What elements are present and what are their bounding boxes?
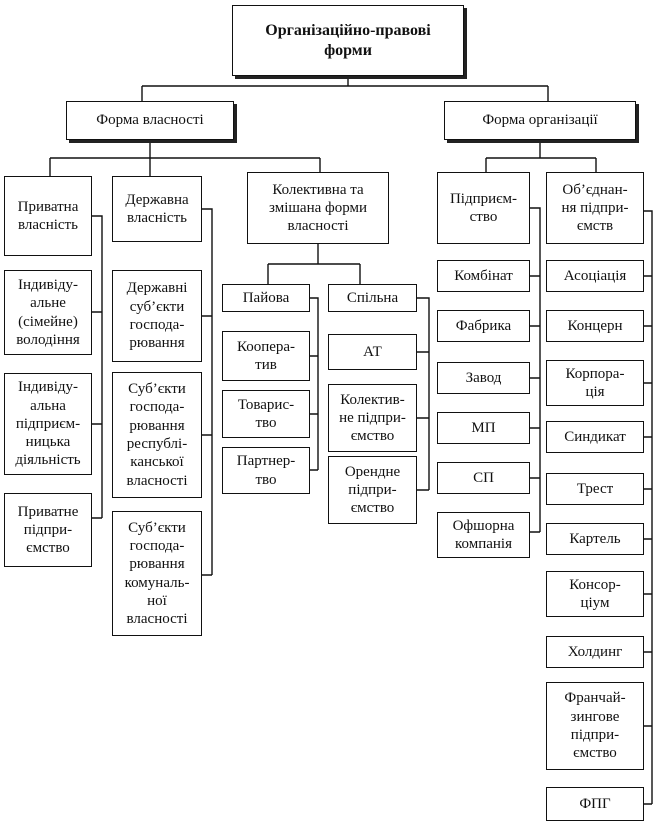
connector-private-chain	[92, 215, 103, 519]
node-concern: Концерн	[546, 310, 644, 342]
connector-joint-chain	[417, 297, 430, 491]
node-combine: Комбінат	[437, 260, 530, 292]
node-individual-entrepreneurship: Індивіду- альна підприєм- ницька діяльні…	[4, 373, 92, 475]
connector-enterprise-chain	[530, 207, 541, 533]
node-offshore-company: Офшорна компанія	[437, 512, 530, 558]
node-private-enterprise: Приватне підпри- ємство	[4, 493, 92, 567]
connector-title-to-branches	[141, 76, 549, 101]
node-joint-stock-company: АТ	[328, 334, 417, 370]
node-franchise-enterprise: Франчай- зингове підпри- ємство	[546, 682, 644, 770]
node-lease-enterprise: Орендне підпри- ємство	[328, 456, 417, 524]
node-private-ownership: Приватна власність	[4, 176, 92, 256]
node-trust: Трест	[546, 473, 644, 505]
connector-share-chain	[310, 297, 319, 471]
connector-ownership-to-children	[49, 140, 321, 176]
node-cooperative: Коопера- тив	[222, 331, 310, 381]
connector-collective-to-children	[267, 244, 361, 284]
node-association-of-enterprises: Об’єднан- ня підпри- ємств	[546, 172, 644, 244]
node-communal-business-entities: Суб’єкти господa- рювання комуналь- ної …	[112, 511, 202, 636]
node-joint-venture: СП	[437, 462, 530, 494]
node-partnership: Партнер- тво	[222, 447, 310, 494]
node-partnership-company: Товарис- тво	[222, 390, 310, 438]
connector-association-chain	[644, 210, 653, 805]
node-collective-enterprise: Колектив- не підпри- ємство	[328, 384, 417, 452]
node-individual-family-ownership: Індивіду- альне (сімейне) володіння	[4, 270, 92, 355]
node-consortium: Консор- ціум	[546, 571, 644, 617]
node-share-ownership: Пайова	[222, 284, 310, 312]
node-corporation: Корпора- ція	[546, 360, 644, 406]
node-state-ownership: Державна власність	[112, 176, 202, 242]
diagram-title: Організаційно-правові форми	[232, 5, 464, 76]
node-state-business-entities: Державні суб’єкти господa- рювання	[112, 270, 202, 362]
node-ownership-form: Форма власності	[66, 101, 234, 140]
node-factory: Фабрика	[437, 310, 530, 342]
node-cartel: Картель	[546, 523, 644, 555]
node-organization-form: Форма організації	[444, 101, 636, 140]
node-association: Асоціація	[546, 260, 644, 292]
connector-state-chain	[202, 208, 213, 576]
node-holding: Холдинг	[546, 636, 644, 668]
node-enterprise: Підприєм- ство	[437, 172, 530, 244]
node-syndicate: Синдикат	[546, 421, 644, 453]
node-republican-business-entities: Суб’єкти господa- рювання республі- канс…	[112, 372, 202, 498]
node-small-enterprise: МП	[437, 412, 530, 444]
node-plant: Завод	[437, 362, 530, 394]
node-financial-industrial-group: ФПГ	[546, 787, 644, 821]
node-collective-mixed-ownership: Колективна та змішана форми власності	[247, 172, 389, 244]
connector-organization-to-children	[485, 140, 597, 172]
node-joint-ownership: Спільна	[328, 284, 417, 312]
